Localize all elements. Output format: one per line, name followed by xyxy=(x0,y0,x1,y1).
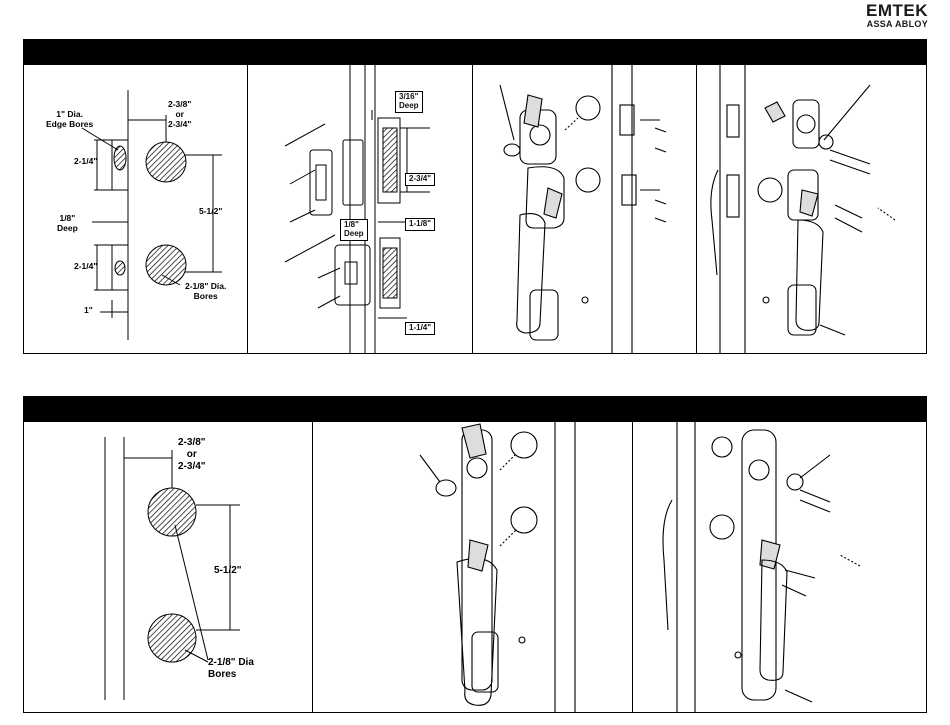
panel7-drawing xyxy=(0,0,950,725)
